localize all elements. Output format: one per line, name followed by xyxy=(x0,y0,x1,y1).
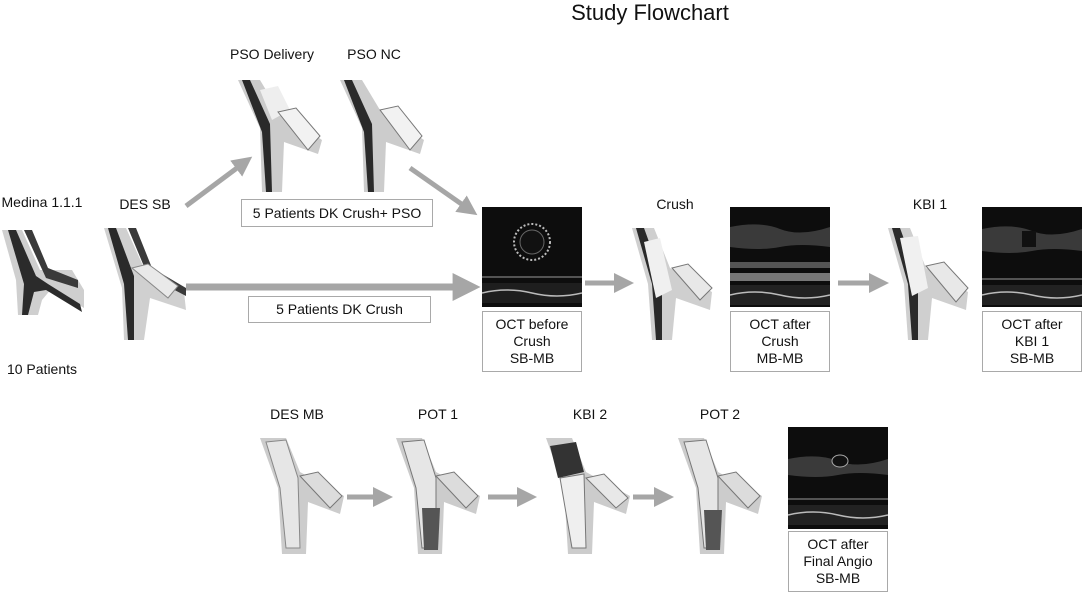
oct-box-line: SB-MB xyxy=(1009,350,1055,366)
oct-box-line: KBI 1 xyxy=(1014,333,1050,349)
label-pso-delivery: PSO Delivery xyxy=(229,46,315,62)
label-kbi1: KBI 1 xyxy=(912,196,948,212)
oct-box-line: OCT before xyxy=(495,316,569,332)
arrow-des-sb-to-pso xyxy=(184,156,253,209)
oct-box-line: MB-MB xyxy=(756,350,804,366)
label-pot2: POT 2 xyxy=(699,406,741,422)
oct-box-line: SB-MB xyxy=(509,350,555,366)
oct-box-line: Final Angio xyxy=(803,553,873,569)
pso-delivery-vessel-image xyxy=(238,80,322,192)
oct-after-kbi1-image xyxy=(982,207,1082,307)
label-crush: Crush xyxy=(656,196,694,212)
oct-box-after-final-angio: OCT after Final Angio SB-MB xyxy=(788,531,888,592)
label-des-sb: DES SB xyxy=(119,196,171,212)
label-des-mb: DES MB xyxy=(270,406,324,422)
medina-vessel-image xyxy=(2,230,84,315)
oct-box-line: Crush xyxy=(761,333,799,349)
oct-box-after-kbi1: OCT after KBI 1 SB-MB xyxy=(982,311,1082,372)
label-patients: 10 Patients xyxy=(6,361,78,377)
oct-after-crush-image xyxy=(730,207,830,307)
label-pso-nc: PSO NC xyxy=(347,46,401,62)
label-pot1: POT 1 xyxy=(417,406,459,422)
oct-box-line: OCT after xyxy=(807,536,869,552)
oct-after-final-angio-image xyxy=(788,427,888,529)
oct-box-line: OCT after xyxy=(749,316,811,332)
page-title: Study Flowchart xyxy=(571,0,729,25)
group-pso-text: 5 Patients DK Crush+ PSO xyxy=(252,204,422,221)
pot2-vessel-image xyxy=(678,438,762,554)
des-mb-vessel-image xyxy=(260,438,344,554)
kbi2-vessel-image xyxy=(546,438,630,554)
oct-box-line: SB-MB xyxy=(815,570,861,586)
oct-box-before-crush: OCT before Crush SB-MB xyxy=(482,311,582,372)
pot1-vessel-image xyxy=(396,438,480,554)
des-sb-vessel-image xyxy=(104,228,186,340)
label-kbi2: KBI 2 xyxy=(572,406,608,422)
oct-box-line: Crush xyxy=(513,333,551,349)
crush-vessel-image xyxy=(632,228,713,340)
pso-nc-vessel-image xyxy=(340,80,424,192)
oct-before-crush-image xyxy=(482,207,582,307)
label-medina: Medina 1.1.1 xyxy=(1,194,83,210)
oct-box-after-crush: OCT after Crush MB-MB xyxy=(730,311,830,372)
group-dk-text: 5 Patients DK Crush xyxy=(276,301,403,317)
group-box-dk: 5 Patients DK Crush xyxy=(248,296,431,323)
oct-box-line: OCT after xyxy=(1001,316,1063,332)
kbi1-vessel-image xyxy=(888,228,969,340)
group-box-pso: 5 Patients DK Crush+ PSO xyxy=(241,199,433,227)
